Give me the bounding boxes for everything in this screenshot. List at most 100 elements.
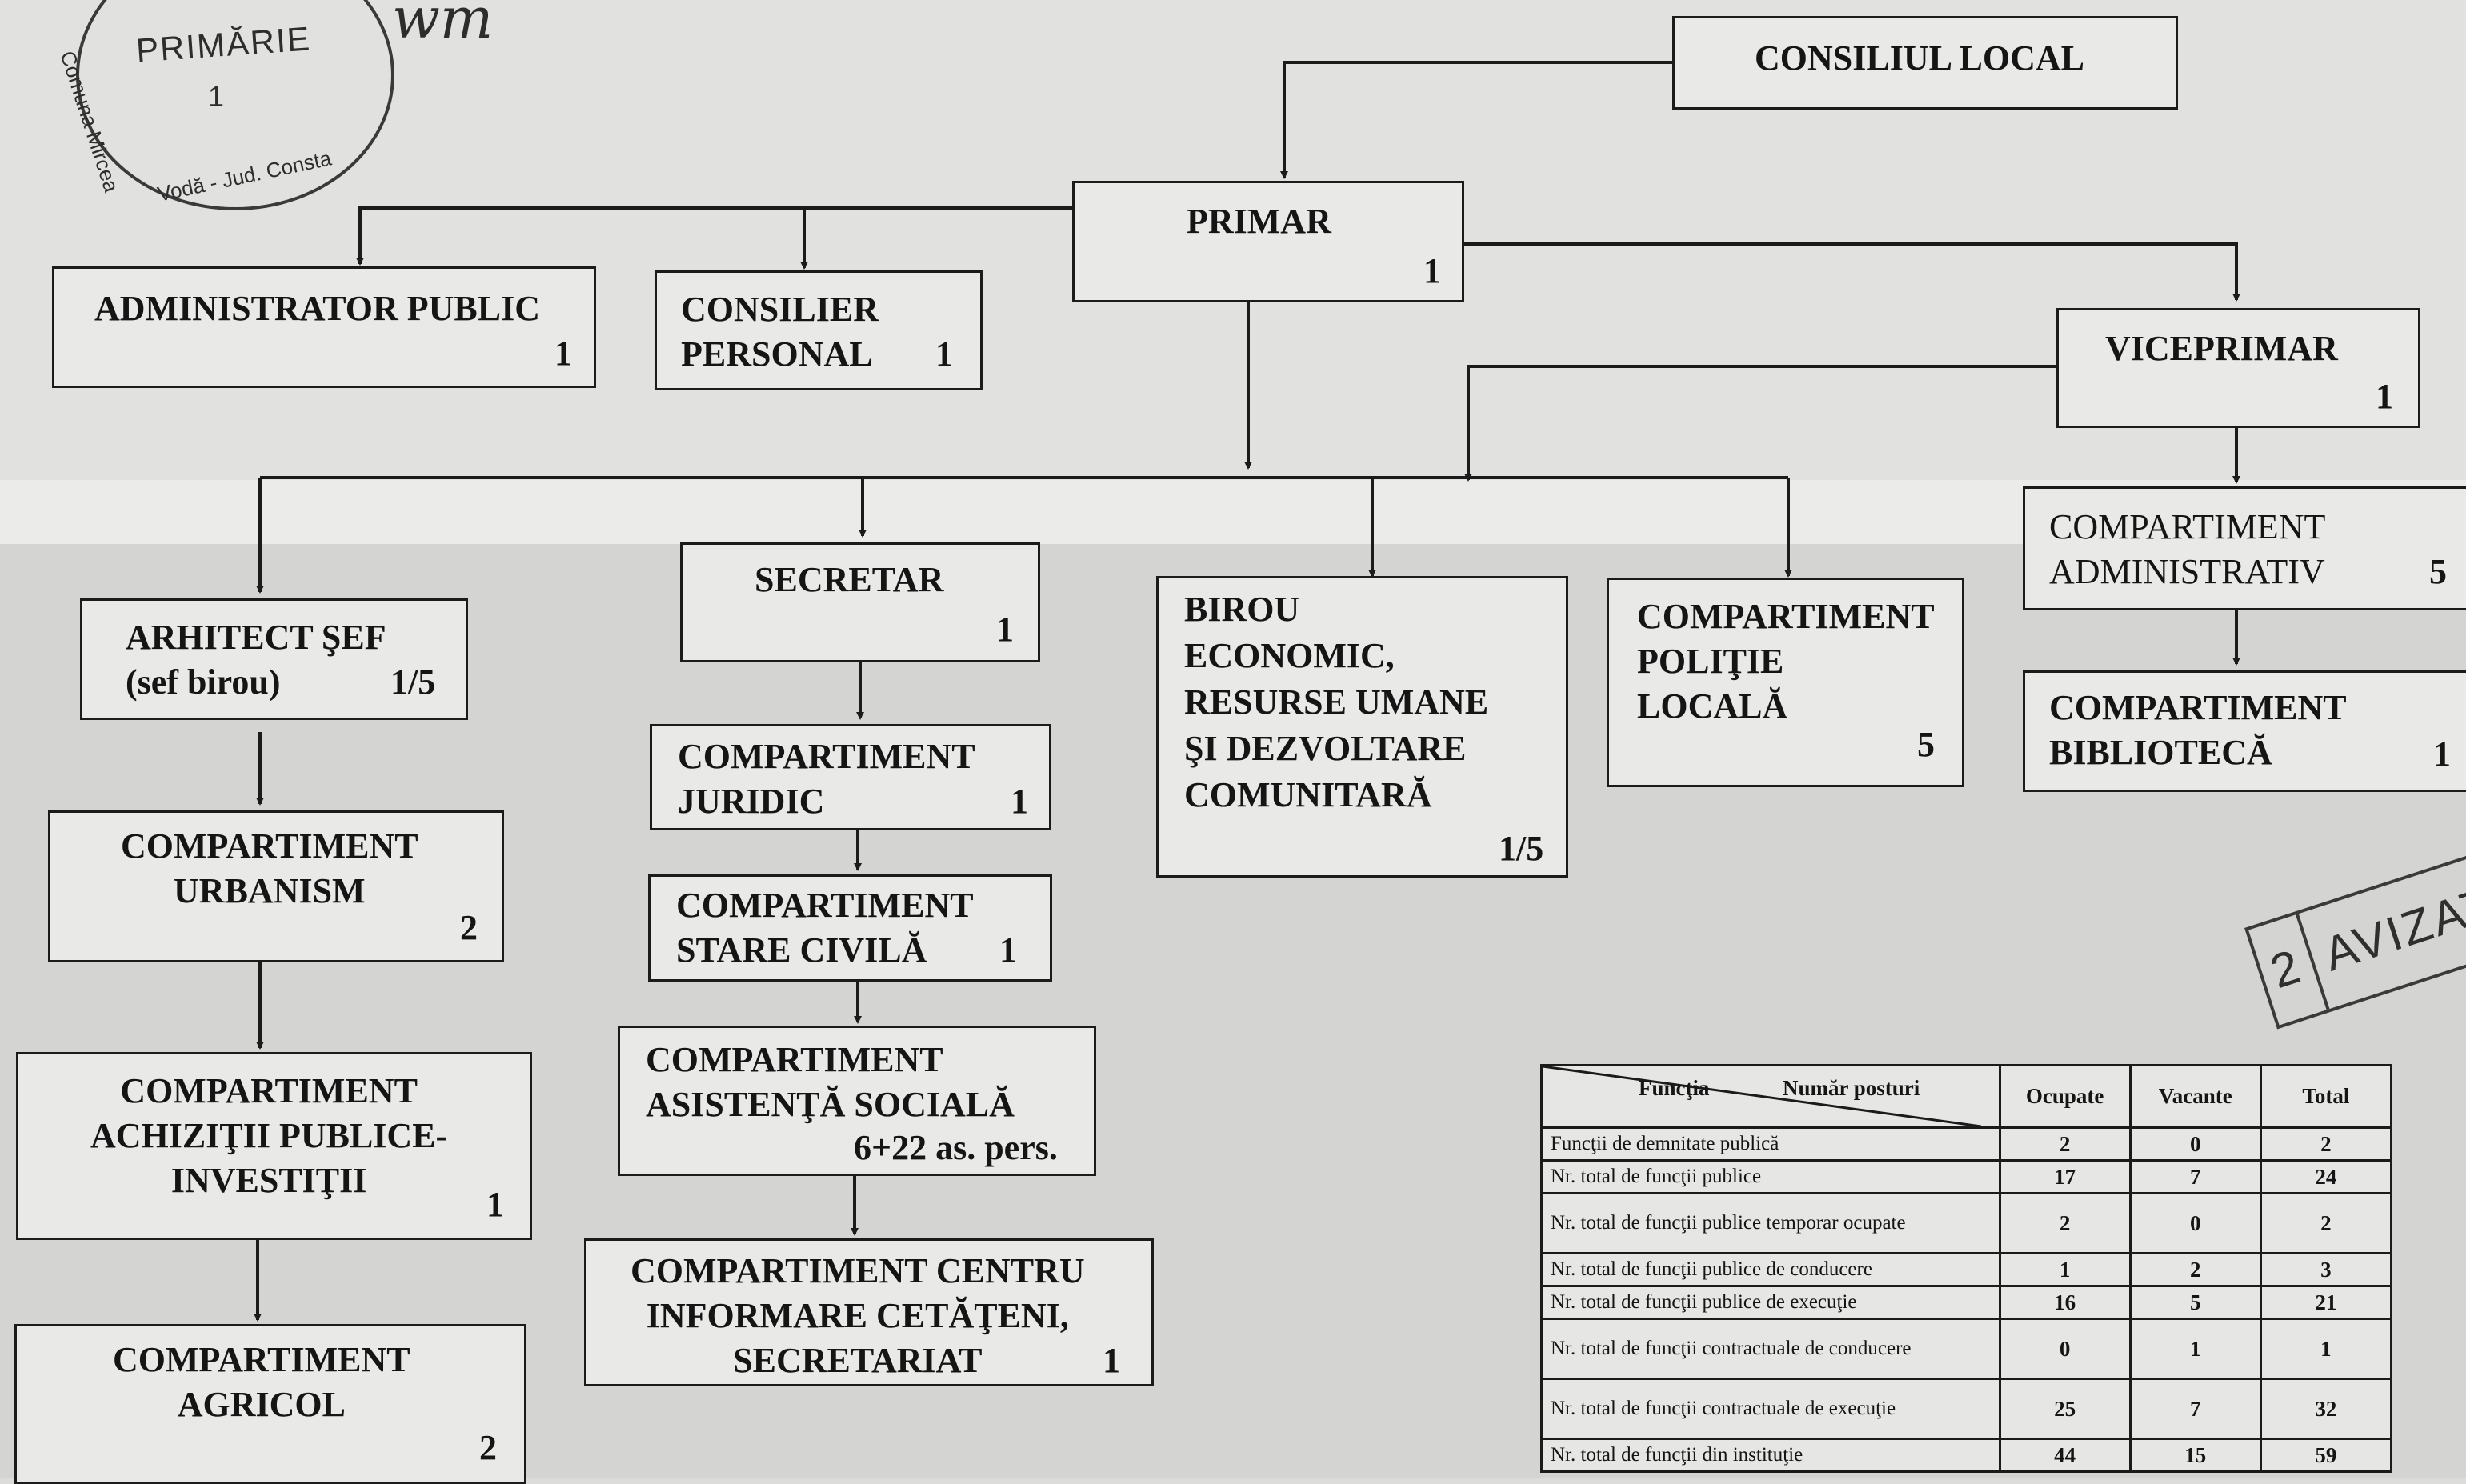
table-row: Funcţii de demnitate publică 2 0 2 — [1540, 1126, 2393, 1162]
box-label: COMPARTIMENT STARE CIVILĂ — [676, 886, 974, 970]
table-row: Nr. total de funcţii publice de conducer… — [1540, 1252, 2393, 1287]
box-administrator-public: ADMINISTRATOR PUBLIC 1 — [52, 266, 596, 388]
box-arhitect-sef: ARHITECT ŞEF (sef birou) 1/5 — [80, 598, 468, 720]
row-ocupate: 2 — [1998, 1126, 2132, 1162]
row-label: Nr. total de funcţii publice — [1540, 1159, 2001, 1194]
box-compartiment-achizitii: COMPARTIMENT ACHIZIŢII PUBLICE- INVESTIŢ… — [16, 1052, 532, 1240]
box-count: 6+22 as. pers. — [854, 1128, 1058, 1167]
table-row: Nr. total de funcţii contractuale de exe… — [1540, 1378, 2393, 1440]
box-label: COMPARTIMENT ACHIZIŢII PUBLICE- INVESTIŢ… — [90, 1071, 448, 1200]
row-ocupate: 0 — [1998, 1318, 2132, 1380]
box-count: 1/5 — [390, 662, 436, 702]
row-total: 59 — [2259, 1438, 2393, 1473]
box-count: 2 — [479, 1428, 497, 1467]
row-ocupate: 44 — [1998, 1438, 2132, 1473]
box-count: 1/5 — [1499, 829, 1544, 868]
row-ocupate: 25 — [1998, 1378, 2132, 1440]
row-vacante: 1 — [2128, 1318, 2262, 1380]
box-compartiment-asistenta-sociala: COMPARTIMENT ASISTENŢĂ SOCIALĂ 6+22 as. … — [618, 1026, 1096, 1176]
box-label: ARHITECT ŞEF (sef birou) — [126, 618, 386, 702]
box-count: 1 — [1423, 251, 1441, 290]
box-count: 1 — [554, 334, 572, 373]
avizat-number: 2 — [2264, 939, 2307, 999]
header-functia: Funcţia — [1639, 1076, 1710, 1100]
box-label: COMPARTIMENT AGRICOL — [113, 1340, 410, 1424]
box-label: COMPARTIMENT URBANISM — [121, 826, 418, 910]
row-label: Nr. total de funcţii publice temporar oc… — [1540, 1192, 2001, 1254]
box-label: PRIMAR — [1187, 202, 1331, 241]
row-total: 24 — [2259, 1159, 2393, 1194]
row-label: Nr. total de funcţii contractuale de exe… — [1540, 1378, 2001, 1440]
header-functia-numar: Funcţia Număr posturi — [1540, 1064, 2001, 1129]
box-count: 2 — [460, 908, 478, 947]
box-label: COMPARTIMENT BIBLIOTECĂ — [2049, 688, 2347, 772]
row-ocupate: 2 — [1998, 1192, 2132, 1254]
header-numar-posturi: Număr posturi — [1783, 1076, 1920, 1100]
table-row: Nr. total de funcţii din instituţie 44 1… — [1540, 1438, 2393, 1473]
box-label: SECRETAR — [755, 560, 944, 599]
row-total: 2 — [2259, 1192, 2393, 1254]
box-consiliul-local: CONSILIUL LOCAL — [1672, 16, 2178, 110]
box-compartiment-biblioteca: COMPARTIMENT BIBLIOTECĂ 1 — [2023, 670, 2466, 792]
row-vacante: 2 — [2128, 1252, 2262, 1287]
box-label: VICEPRIMAR — [2105, 329, 2338, 368]
box-label: COMPARTIMENT ADMINISTRATIV — [2049, 507, 2326, 591]
row-label: Nr. total de funcţii contractuale de con… — [1540, 1318, 2001, 1380]
box-label: COMPARTIMENT JURIDIC — [678, 737, 975, 821]
box-label: CONSILIER PERSONAL — [681, 290, 879, 374]
box-count: 1 — [1011, 782, 1028, 821]
row-total: 21 — [2259, 1285, 2393, 1320]
header-ocupate: Ocupate — [1998, 1064, 2132, 1129]
row-total: 2 — [2259, 1126, 2393, 1162]
box-compartiment-urbanism: COMPARTIMENT URBANISM 2 — [48, 810, 504, 962]
table-header-row: Funcţia Număr posturi Ocupate Vacante To… — [1540, 1064, 2393, 1129]
box-primar: PRIMAR 1 — [1072, 181, 1464, 302]
row-vacante: 0 — [2128, 1126, 2262, 1162]
diagonal-divider — [1543, 1066, 1981, 1126]
box-label: COMPARTIMENT CENTRU INFORMARE CETĂŢENI, … — [631, 1251, 1085, 1380]
box-compartiment-politie: COMPARTIMENT POLIŢIE LOCALĂ 5 — [1607, 578, 1964, 787]
row-vacante: 7 — [2128, 1378, 2262, 1440]
box-compartiment-stare-civila: COMPARTIMENT STARE CIVILĂ 1 — [648, 874, 1052, 982]
posts-table: Funcţia Număr posturi Ocupate Vacante To… — [1540, 1064, 2393, 1473]
box-label: COMPARTIMENT POLIŢIE LOCALĂ — [1637, 597, 1935, 726]
table-row: Nr. total de funcţii publice 17 7 24 — [1540, 1159, 2393, 1194]
row-vacante: 7 — [2128, 1159, 2262, 1194]
table-row: Nr. total de funcţii contractuale de con… — [1540, 1318, 2393, 1380]
row-total: 32 — [2259, 1378, 2393, 1440]
box-consilier-personal: CONSILIER PERSONAL 1 — [655, 270, 983, 390]
box-count: 1 — [935, 334, 953, 374]
row-vacante: 15 — [2128, 1438, 2262, 1473]
row-total: 3 — [2259, 1252, 2393, 1287]
box-compartiment-centru-informare: COMPARTIMENT CENTRU INFORMARE CETĂŢENI, … — [584, 1238, 1154, 1386]
row-ocupate: 17 — [1998, 1159, 2132, 1194]
table-row: Nr. total de funcţii publice de execuţie… — [1540, 1285, 2393, 1320]
box-count: 5 — [1917, 725, 1935, 764]
table-row: Nr. total de funcţii publice temporar oc… — [1540, 1192, 2393, 1254]
row-total: 1 — [2259, 1318, 2393, 1380]
row-label: Nr. total de funcţii publice de conducer… — [1540, 1252, 2001, 1287]
row-ocupate: 16 — [1998, 1285, 2132, 1320]
box-compartiment-juridic: COMPARTIMENT JURIDIC 1 — [650, 724, 1051, 830]
row-vacante: 0 — [2128, 1192, 2262, 1254]
box-birou-economic: BIROU ECONOMIC, RESURSE UMANE ŞI DEZVOLT… — [1156, 576, 1568, 878]
box-count: 5 — [2429, 552, 2447, 591]
box-count: 1 — [2433, 734, 2451, 774]
stamp-number: 1 — [208, 80, 225, 113]
signature: wm — [392, 0, 494, 51]
box-count: 1 — [1103, 1341, 1120, 1380]
row-label: Nr. total de funcţii publice de execuţie — [1540, 1285, 2001, 1320]
box-compartiment-agricol: COMPARTIMENT AGRICOL 2 — [14, 1324, 526, 1484]
box-count: 1 — [996, 610, 1014, 649]
box-count: 1 — [2376, 377, 2393, 416]
row-label: Funcţii de demnitate publică — [1540, 1126, 2001, 1162]
box-compartiment-administrativ: COMPARTIMENT ADMINISTRATIV 5 — [2023, 486, 2466, 610]
row-vacante: 5 — [2128, 1285, 2262, 1320]
header-total: Total — [2259, 1064, 2393, 1129]
box-label: CONSILIUL LOCAL — [1755, 38, 2085, 78]
row-ocupate: 1 — [1998, 1252, 2132, 1287]
box-count: 1 — [999, 930, 1017, 970]
box-viceprimar: VICEPRIMAR 1 — [2056, 308, 2420, 428]
header-vacante: Vacante — [2128, 1064, 2262, 1129]
